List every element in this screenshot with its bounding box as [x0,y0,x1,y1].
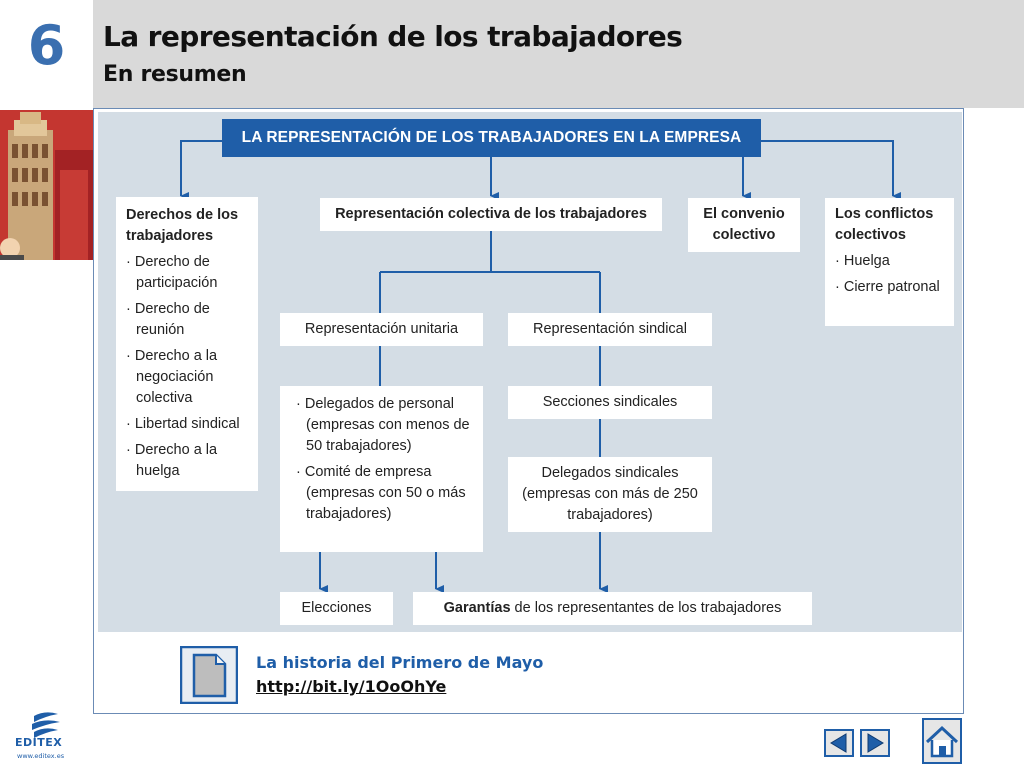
list-item: · Comité de empresa (empresas con 50 o m… [296,464,466,522]
collective-node: Representación colectiva de los trabajad… [320,198,662,231]
guarantees-bold: Garantías [443,600,511,616]
header-bar [0,0,1024,108]
diagram-main-node: LA REPRESENTACIÓN DE LOS TRABAJADORES EN… [222,119,761,157]
home-button[interactable] [922,718,962,764]
list-item: · Derecho a la huelga [126,442,218,479]
chapter-box: 6 [0,0,93,108]
list-item: · Derecho de reunión [126,301,210,338]
conflicts-node: Los conflictos colectivos · Huelga · Cie… [825,198,954,326]
conflicts-list: · Huelga · Cierre patronal [835,251,944,298]
list-item: · Derecho de participación [126,254,218,291]
resource-title: La historia del Primero de Mayo [256,653,544,672]
rights-title: Derechos de los trabajadores [126,207,239,244]
conflicts-title: Los conflictos colectivos [835,206,934,243]
list-item: · Derecho a la negociación colectiva [126,348,218,406]
elections-node: Elecciones [280,592,393,625]
page-subtitle: En resumen [103,62,247,87]
previous-button[interactable] [824,729,854,757]
union-node: Representación sindical [508,313,712,346]
home-icon [922,718,962,764]
rights-node: Derechos de los trabajadores · Derecho d… [116,197,258,491]
unitary-details-list: · Delegados de personal (empresas con me… [296,394,473,525]
guarantees-rest: de los representantes de los trabajadore… [510,600,782,616]
agreement-node: El convenio colectivo [688,198,800,252]
chapter-number: 6 [27,14,66,77]
resource-link[interactable]: http://bit.ly/1OoOhYe [256,677,447,696]
editex-logo [14,710,76,762]
decorative-building-image [0,110,93,260]
previous-arrow-icon [824,729,854,757]
list-item: · Cierre patronal [835,279,940,295]
guarantees-node: Garantías de los representantes de los t… [413,592,812,625]
list-item: · Huelga [835,253,890,269]
list-item: · Libertad sindical [126,416,240,432]
union-delegates-node: Delegados sindicales (empresas con más d… [508,457,712,532]
unitary-node: Representación unitaria [280,313,483,346]
logo-url[interactable]: www.editex.es [17,752,65,760]
union-sections-node: Secciones sindicales [508,386,712,419]
rights-list: · Derecho de participación · Derecho de … [126,252,248,482]
list-item: · Delegados de personal (empresas con me… [296,396,470,454]
next-button[interactable] [860,729,890,757]
logo-text: EDITEX [15,736,63,749]
unitary-details-node: · Delegados de personal (empresas con me… [280,386,483,552]
page-title: La representación de los trabajadores [103,20,683,53]
next-arrow-icon [860,729,890,757]
document-icon[interactable] [179,645,239,705]
